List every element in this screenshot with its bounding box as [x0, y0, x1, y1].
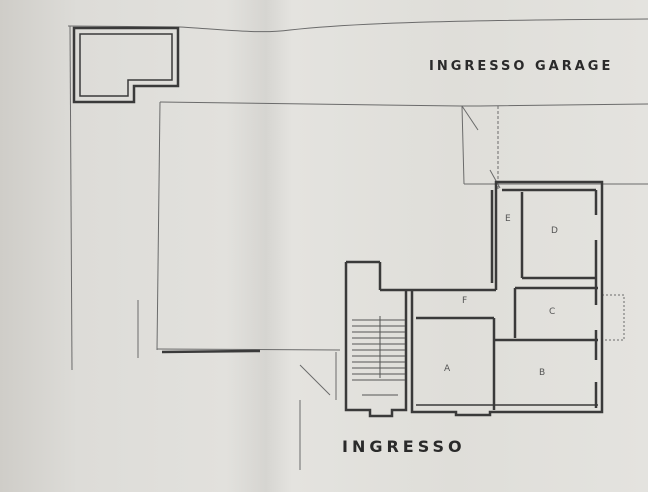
- room-a-label: A: [444, 364, 451, 374]
- room-f-label: F: [462, 296, 468, 306]
- garage-entrance-label: INGRESSO GARAGE: [429, 59, 614, 74]
- main-entrance-label: INGRESSO: [342, 437, 466, 456]
- room-b-label: B: [539, 368, 546, 378]
- room-e-label: E: [505, 214, 511, 224]
- room-d-label: D: [551, 226, 558, 236]
- room-c-label: C: [549, 307, 556, 317]
